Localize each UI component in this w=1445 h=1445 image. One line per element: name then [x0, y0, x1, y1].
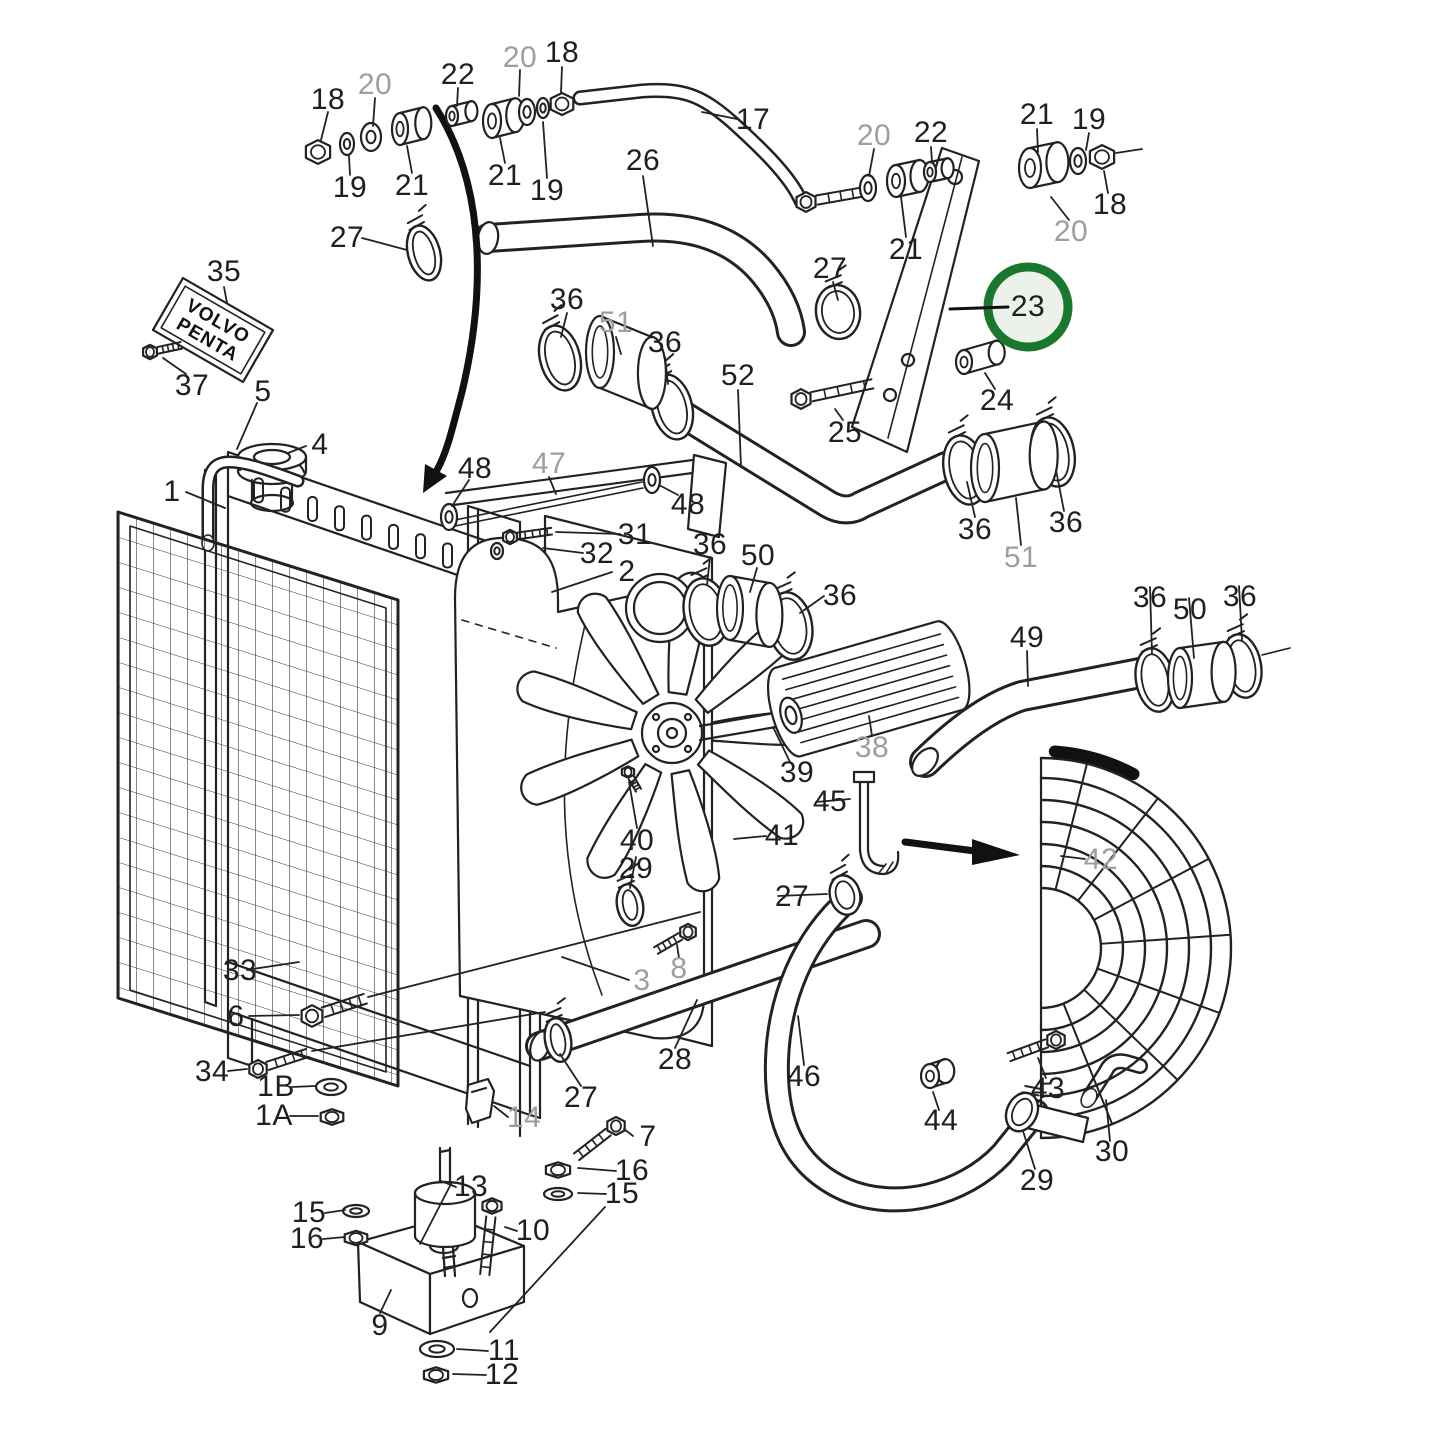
pipe-17	[572, 82, 809, 209]
j-bolt-45	[852, 770, 900, 876]
radiator-grille	[116, 510, 400, 1088]
rubber-mount-13	[413, 1146, 477, 1278]
volvo-penta-badge: VOLVO PENTA	[151, 276, 275, 384]
hose-46	[763, 885, 1049, 1213]
fan-guard	[1025, 745, 1233, 1144]
elbow-30	[1080, 1053, 1148, 1109]
bracket-23	[850, 146, 981, 454]
hose-26	[473, 212, 806, 347]
hose-49	[909, 647, 1291, 778]
flow-arrow-cable	[423, 104, 481, 493]
clip-14	[464, 1077, 496, 1125]
rod-47	[454, 481, 644, 527]
tie-bar	[444, 453, 728, 539]
fan	[511, 569, 836, 896]
flow-arrow-guard	[901, 838, 1020, 865]
